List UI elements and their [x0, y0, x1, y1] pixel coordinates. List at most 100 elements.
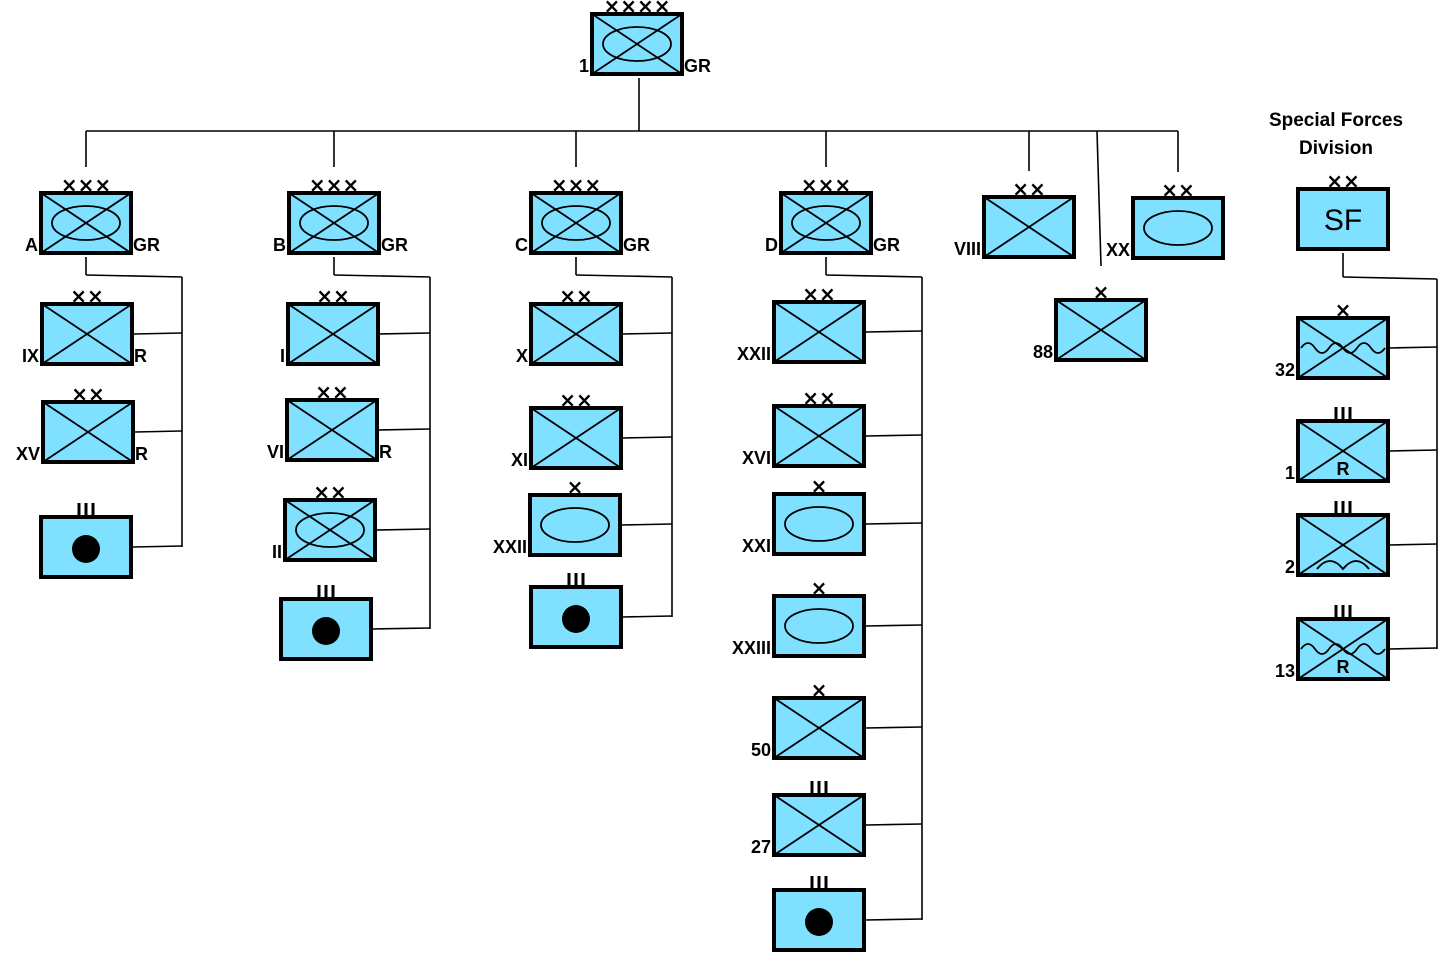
reg-2-label: 2 [1285, 557, 1295, 577]
art-d-artillery-dot [805, 908, 833, 936]
corps-d-armor-oval [791, 205, 861, 241]
div-xxii-d-label: XXII [737, 344, 771, 364]
reg-13-mountain-wave [1300, 643, 1386, 655]
div-xx-echelon-mark: ×× [1161, 178, 1195, 202]
sf-division-title-line2: Division [1299, 138, 1373, 159]
div-xi-echelon-mark: ×× [559, 388, 593, 412]
reg-1-label: 1 [1285, 463, 1295, 483]
corps-d-label: D [765, 235, 778, 255]
art-d-regiment-bar-3 [824, 876, 828, 888]
unit-div-xx: ××XX [1106, 178, 1225, 260]
sf-division-title-line1: Special Forces [1269, 110, 1403, 131]
bde-xxi-echelon-mark: × [811, 474, 828, 498]
art-c-regiment-bar-1 [567, 573, 571, 585]
link-corps-c-bde-xxii-c [621, 523, 673, 526]
div-xi-label: XI [511, 450, 528, 470]
unit-div-ii: ××II [272, 480, 377, 562]
link-corps-d-bde-xxiii [865, 624, 923, 627]
link-corps-d-div-xvi [865, 434, 923, 437]
unit-reg-27: 27 [751, 781, 866, 857]
unit-bde-xxii-c: ×XXII [493, 475, 622, 557]
link-corps-d-reg-27 [865, 823, 923, 826]
corps-a-echelon-mark: ××× [61, 173, 111, 197]
army-echelon-mark: ×××× [603, 0, 670, 18]
div-ii-label: II [272, 542, 282, 562]
reg-13-regiment-bar-1 [1334, 605, 1338, 617]
art-d-regiment-bar-1 [810, 876, 814, 888]
reg-1-regiment-bar-1 [1334, 407, 1338, 419]
reg-1-cross-b [1297, 420, 1389, 482]
reg-2-regiment-bar-3 [1348, 501, 1352, 513]
unit-art-b [279, 585, 373, 661]
link-corps-c-div-x [622, 332, 673, 335]
reg-27-regiment-bar-1 [810, 781, 814, 793]
div-xi-cross-b [530, 407, 622, 469]
corps-a-label: A [25, 235, 38, 255]
corps-c-suffix: GR [623, 235, 650, 255]
art-c-artillery-dot [562, 605, 590, 633]
unit-bde-88: × 88 [1033, 280, 1148, 362]
corps-d-cross-b [780, 192, 872, 254]
bde-50-cross-b [773, 697, 865, 759]
link-corps-c-art-c [622, 615, 673, 618]
unit-bde-xxi: ×XXI [742, 474, 866, 556]
corps-a-armor-oval [51, 205, 121, 241]
reg-1-inner-label: R [1337, 459, 1350, 479]
unit-art-d [772, 876, 866, 952]
div-xv-suffix: R [135, 444, 148, 464]
div-xv-cross-b [42, 401, 134, 463]
corps-b-armor-oval [299, 205, 369, 241]
div-viii-cross-b [983, 196, 1075, 258]
div-viii-label: VIII [954, 239, 981, 259]
div-xxii-d-cross-b [773, 301, 865, 363]
army-label: 1 [579, 56, 589, 76]
unit-bde-xxiii: ×XXIII [732, 576, 866, 658]
link-sf-div-reg-1 [1389, 449, 1438, 452]
div-x-label: X [516, 346, 528, 366]
div-i-cross-b [287, 303, 379, 365]
art-a-regiment-bar-2 [84, 503, 88, 515]
unit-div-xxii-d: ××XXII [737, 282, 866, 364]
art-b-regiment-bar-2 [324, 585, 328, 597]
sf-div-frame [1296, 187, 1390, 251]
div-vi-suffix: R [379, 442, 392, 462]
art-c-frame [529, 585, 623, 649]
unit-div-xv: ×× XV R [16, 382, 148, 464]
div-xv-label: XV [16, 444, 40, 464]
div-ix-echelon-mark: ×× [70, 284, 104, 308]
bde-32-mountain-wave [1300, 342, 1386, 354]
div-ii-cross-b [284, 499, 376, 561]
link-corps-b-art-b [372, 627, 431, 630]
div-xv-echelon-mark: ×× [71, 382, 105, 406]
corps-b-echelon-mark: ××× [309, 173, 359, 197]
corps-b-rail-top [333, 274, 431, 278]
link-sf-div-reg-13 [1389, 647, 1438, 650]
unit-div-xvi: ××XVI [742, 386, 866, 468]
div-x-echelon-mark: ×× [559, 284, 593, 308]
div-vi-echelon-mark: ×× [315, 380, 349, 404]
unit-reg-1: R1 [1285, 407, 1390, 483]
bde-32-echelon-mark: × [1335, 298, 1352, 322]
reg-13-regiment-bar-3 [1348, 605, 1352, 617]
bde-88-echelon-mark: × [1093, 280, 1110, 304]
link-corps-d-bde-xxi [865, 522, 923, 525]
link-sf-div-reg-2 [1389, 543, 1438, 546]
connector-lines [85, 78, 1438, 921]
reg-1-regiment-bar-3 [1348, 407, 1352, 419]
reg-27-regiment-bar-3 [824, 781, 828, 793]
art-a-artillery-dot [72, 535, 100, 563]
corps-a-suffix: GR [133, 235, 160, 255]
bde-xxii-c-armor-oval [540, 507, 610, 543]
bde-88-label: 88 [1033, 342, 1053, 362]
corps-c-cross-b [530, 192, 622, 254]
reg-2-airborne-wings [1316, 560, 1370, 571]
army-cross-b [591, 13, 683, 75]
bde-xxi-frame [772, 492, 866, 556]
unit-art-a [39, 503, 133, 579]
unit-reg-2: 2 [1285, 501, 1390, 577]
